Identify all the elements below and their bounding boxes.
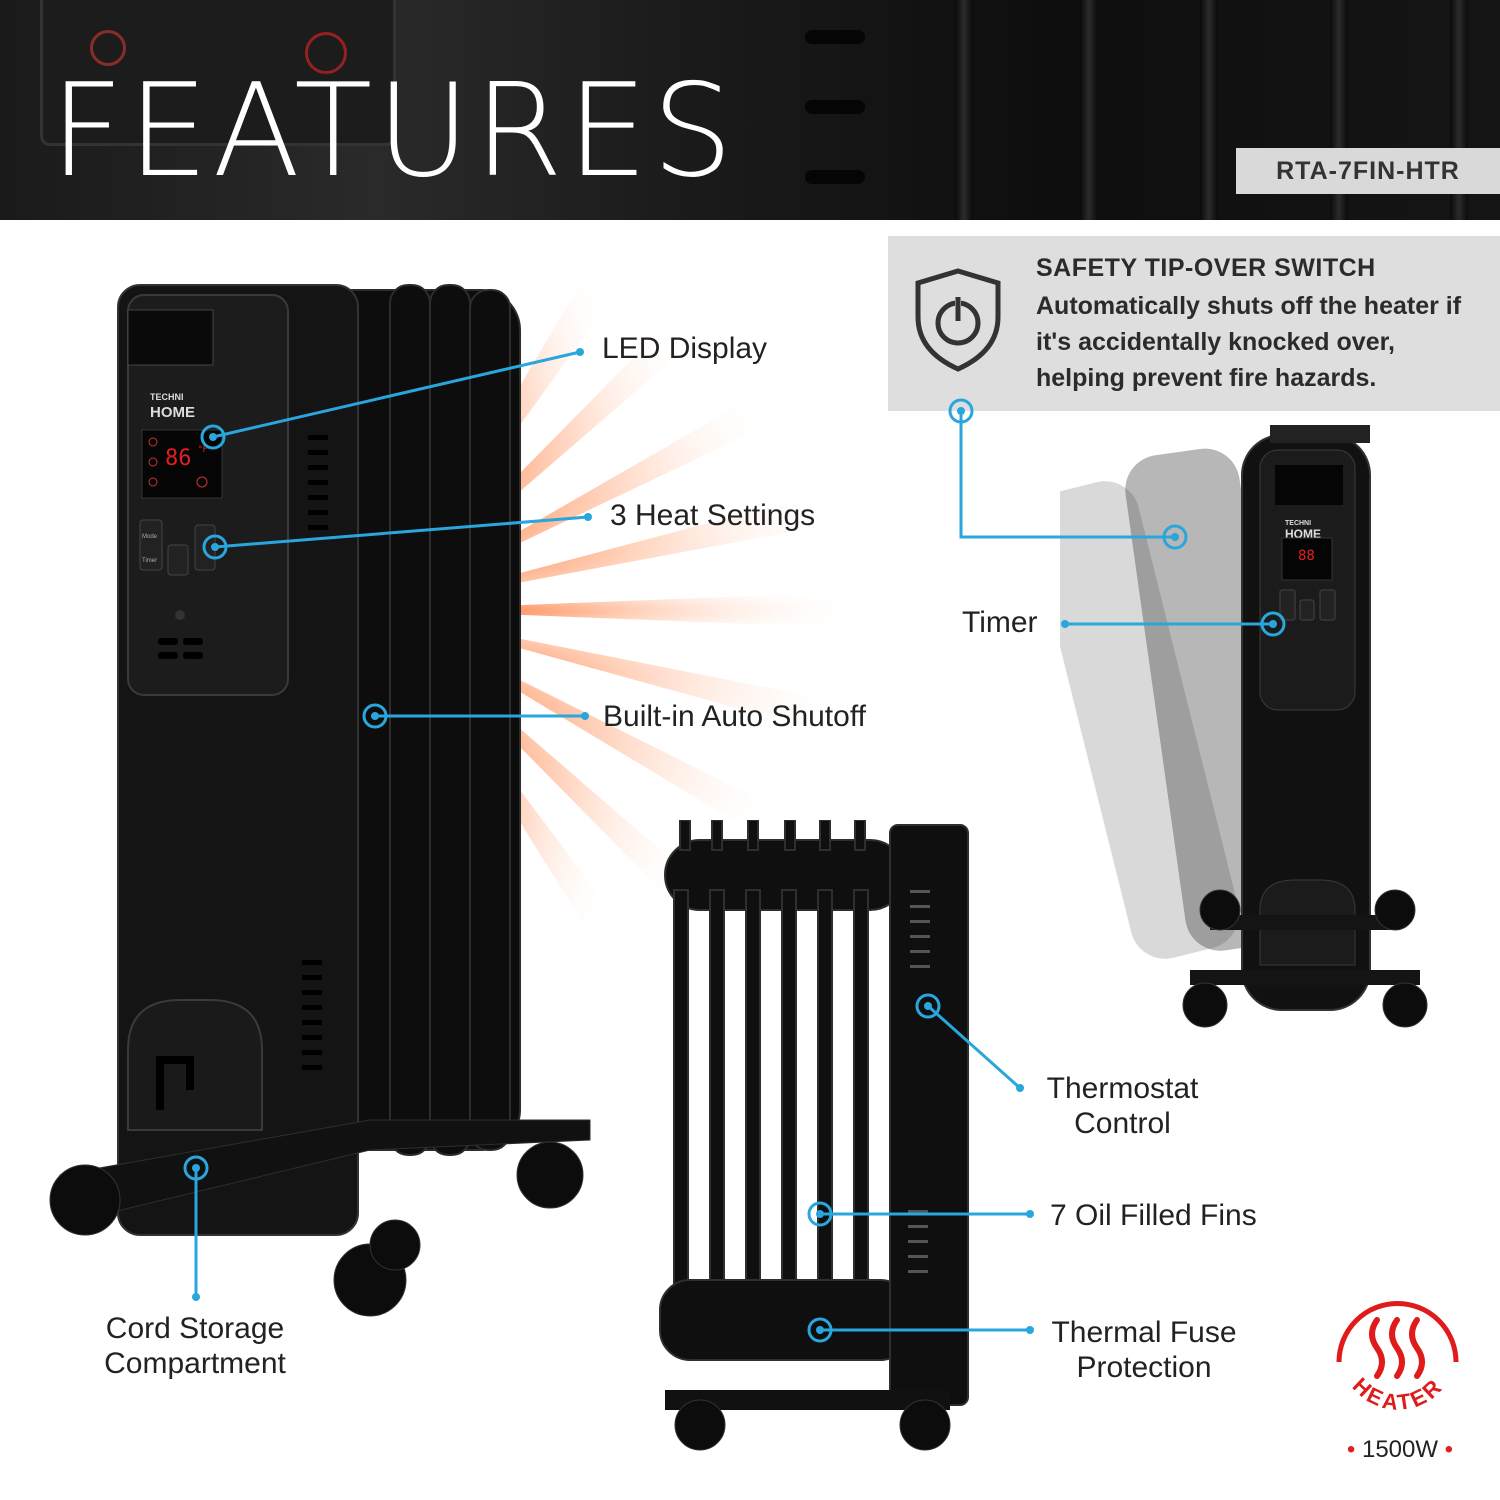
label-heat-settings: 3 Heat Settings (610, 499, 816, 532)
label-thermal-fuse-line2: Protection (1076, 1351, 1212, 1384)
tip-brand-small: TECHNI (1285, 520, 1311, 527)
wattage-dot: • (1346, 1436, 1362, 1463)
label-led-display: LED Display (602, 332, 768, 365)
brand-large: HOME (150, 404, 195, 421)
wattage-value: 1500W (1361, 1436, 1439, 1463)
label-thermal-fuse-line1: Thermal Fuse (1051, 1316, 1237, 1349)
header-power-icon (305, 32, 347, 74)
header-control-panel (40, 0, 396, 146)
model-number-badge: RTA-7FIN-HTR (1236, 148, 1500, 194)
wattage-dot: • (1438, 1436, 1454, 1463)
label-cord-storage-line1: Cord Storage (105, 1312, 285, 1345)
badge-label-text: HEATER (1348, 1373, 1448, 1416)
display-screen (141, 429, 223, 499)
header-fin (955, 0, 973, 220)
header-fin (1080, 0, 1098, 220)
label-cord-storage-line2: Compartment (104, 1347, 286, 1380)
header-sun-icon (90, 30, 126, 66)
tip-display: 88 (1298, 548, 1315, 564)
label-cord-storage: Cord Storage Compartment (80, 1311, 310, 1381)
mode-label: Mode (142, 534, 158, 540)
label-thermal-fuse: Thermal Fuse Protection (1038, 1315, 1250, 1385)
sun-icon (148, 457, 158, 467)
page-title: FEATURES (50, 57, 738, 206)
header-vent-slot (805, 170, 865, 184)
main-heater-image: TECHNI HOME 86 °F Mode Timer (49, 284, 591, 1317)
header-vent-slot (805, 30, 865, 44)
heat-waves-icon (1369, 1317, 1425, 1379)
sun-icon (148, 437, 158, 447)
brand-small: TECHNI (150, 392, 184, 402)
display-temp: 86 (165, 446, 192, 471)
safety-info-box (888, 236, 1500, 411)
label-auto-shutoff: Built-in Auto Shutoff (603, 700, 866, 733)
display-unit: °F (198, 445, 208, 455)
side-heater-image (659, 820, 969, 1451)
label-oil-fins: 7 Oil Filled Fins (1050, 1199, 1257, 1232)
label-thermostat-line2: Control (1074, 1107, 1171, 1140)
led-window (127, 309, 214, 366)
power-icon (196, 476, 208, 488)
shield-power-icon (915, 268, 1001, 372)
header-vent-slot (805, 100, 865, 114)
safety-heading: SAFETY TIP-OVER SWITCH (1036, 254, 1376, 282)
heater-badge: HEATER (1336, 1301, 1459, 1416)
tipping-heater-image: TECHNI HOME 88 (1060, 425, 1428, 1028)
label-timer: Timer (962, 606, 1038, 639)
label-thermostat-line1: Thermostat (1046, 1072, 1199, 1105)
timer-label: Timer (142, 558, 157, 564)
header-fin (1200, 0, 1218, 220)
sun-icon (148, 477, 158, 487)
label-thermostat: Thermostat Control (1030, 1071, 1215, 1141)
wattage-label: • 1500W • (1330, 1436, 1470, 1464)
safety-description: Automatically shuts off the heater if it… (1036, 292, 1462, 392)
